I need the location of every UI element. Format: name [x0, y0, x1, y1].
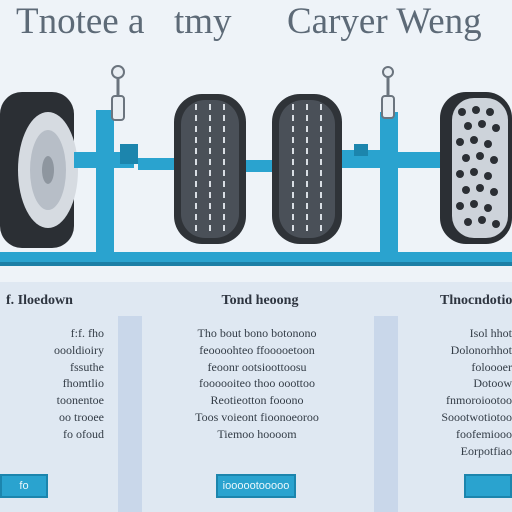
title-part-3: Caryer Weng [287, 2, 482, 42]
column-line: Reotieotton fooono [210, 393, 304, 408]
column-line: feoooohteo ffooooetoon [199, 342, 315, 357]
column-line: foloooer [471, 359, 512, 374]
column-line: fnmoroiootoo [446, 393, 512, 408]
column-line: fo ofoud [63, 426, 104, 441]
tire-icon [174, 94, 246, 244]
axle-icon [74, 110, 174, 252]
column-line: oooldioiry [54, 342, 104, 357]
title-part-1: Tnotee a [16, 2, 145, 42]
column-line: Soootwotiotoo [441, 409, 512, 424]
gauge-icon [381, 66, 395, 119]
tire-icon [440, 92, 512, 244]
column-body-1: f:f. fho oooldioiry fssuthe fhomtlio too… [4, 325, 104, 443]
column-heading-2: Tond heoong [221, 293, 299, 308]
column-2-button[interactable]: ioooootooooo [216, 474, 296, 498]
column-3-button[interactable] [464, 474, 512, 498]
column-line: Toos voieont fioonoeoroo [195, 409, 319, 424]
column-line: Eorpotfiao [460, 443, 512, 458]
column-line: Tho bout bono botonono [197, 326, 317, 340]
column-line: oo trooee [59, 409, 104, 424]
column-line: foofemiooo [456, 426, 512, 441]
column-divider [374, 316, 398, 512]
tire-icon [0, 92, 78, 248]
axle-icon [342, 112, 440, 252]
tire-icon [272, 94, 342, 244]
column-line: foooooiteo thoo ooottoo [199, 376, 315, 391]
column-line: Dotoow [473, 376, 512, 391]
column-line: f:f. fho [70, 326, 104, 340]
gauge-icon [111, 65, 125, 121]
column-body-2: Tho bout bono botonono feoooohteo ffoooo… [148, 325, 366, 443]
column-body-3: Isol hhot Dolonorhhot foloooer Dotoow fn… [406, 325, 512, 459]
info-panel [0, 282, 512, 512]
column-line: toonentoe [56, 393, 104, 408]
column-line: fssuthe [70, 359, 104, 374]
column-line: fhomtlio [62, 376, 104, 391]
tire-rotation-illustration [0, 65, 512, 266]
column-heading-1: f. Iloedown [6, 293, 73, 308]
column-heading-3: Tlnocndotion [440, 293, 512, 308]
column-divider [118, 316, 142, 512]
page-title: Tnotee a tmy Caryer Weng [0, 2, 512, 42]
title-part-2: tmy [174, 2, 232, 42]
column-line: Isol hhot [469, 326, 512, 340]
column-1-button[interactable]: fo [0, 474, 48, 498]
column-line: Tiemoo hoooom [217, 426, 297, 441]
column-line: Dolonorhhot [450, 342, 512, 357]
column-line: feoonr ootsioottoosu [207, 359, 307, 374]
